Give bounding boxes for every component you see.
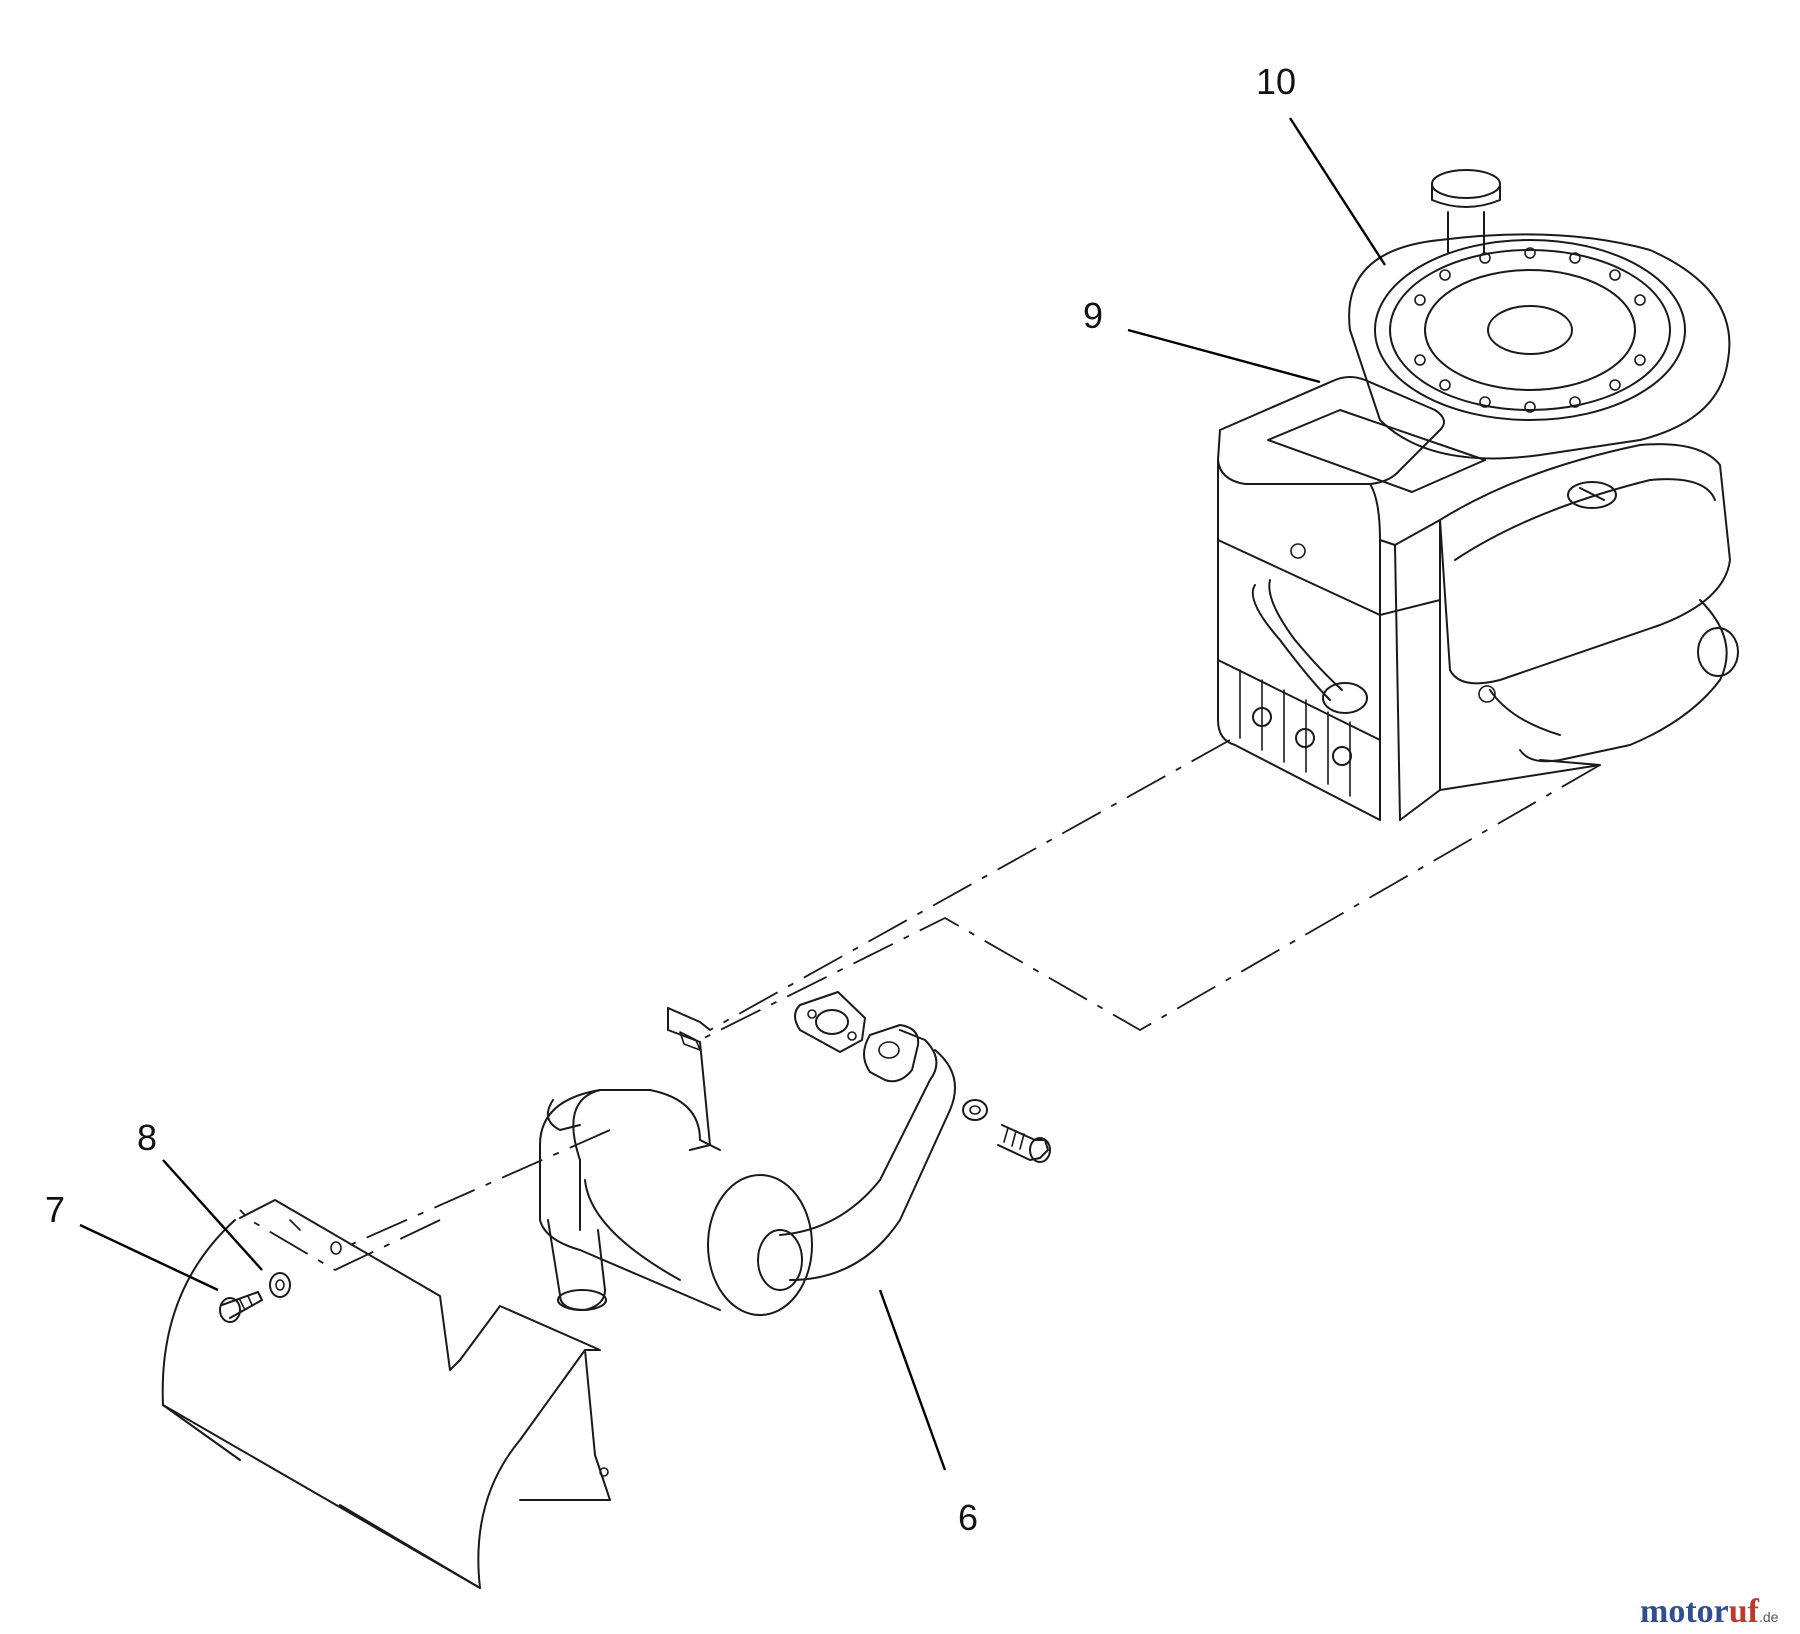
callout-10: 10 [1256, 61, 1296, 102]
alignment-lines [239, 739, 1601, 1272]
leader-lines [79, 117, 1387, 1471]
engine-icon [1217, 169, 1739, 821]
watermark-brand-a: motor [1640, 1593, 1729, 1630]
callout-8: 8 [137, 1117, 157, 1158]
washer-icon [269, 1272, 291, 1298]
callout-6: 6 [958, 1497, 978, 1538]
muffler-icon [539, 1007, 813, 1316]
leader-8 [162, 1159, 263, 1271]
svg-text:motoruf.de: motoruf.de [1640, 1593, 1779, 1630]
watermark-tld: .de [1759, 1609, 1779, 1625]
leader-10 [1288, 117, 1387, 266]
vent-holes [1414, 247, 1646, 413]
callout-7: 7 [45, 1189, 65, 1230]
exhaust-pipe-icon [779, 1024, 956, 1281]
bolt-icon [997, 1124, 1051, 1163]
mount-hole [330, 1241, 342, 1255]
decal-icon [1267, 409, 1486, 493]
leader-6 [878, 1289, 947, 1471]
bolt-icon [219, 1291, 263, 1323]
leader-7 [79, 1223, 219, 1292]
watermark-brand-b: uf [1729, 1593, 1760, 1630]
watermark-logo: motoruf.de [1640, 1593, 1779, 1630]
gasket-icon [794, 991, 866, 1053]
leader-9 [1127, 328, 1321, 384]
callout-9: 9 [1083, 295, 1103, 336]
heat-shield-icon [161, 1199, 611, 1589]
washer-icon [962, 1099, 988, 1121]
